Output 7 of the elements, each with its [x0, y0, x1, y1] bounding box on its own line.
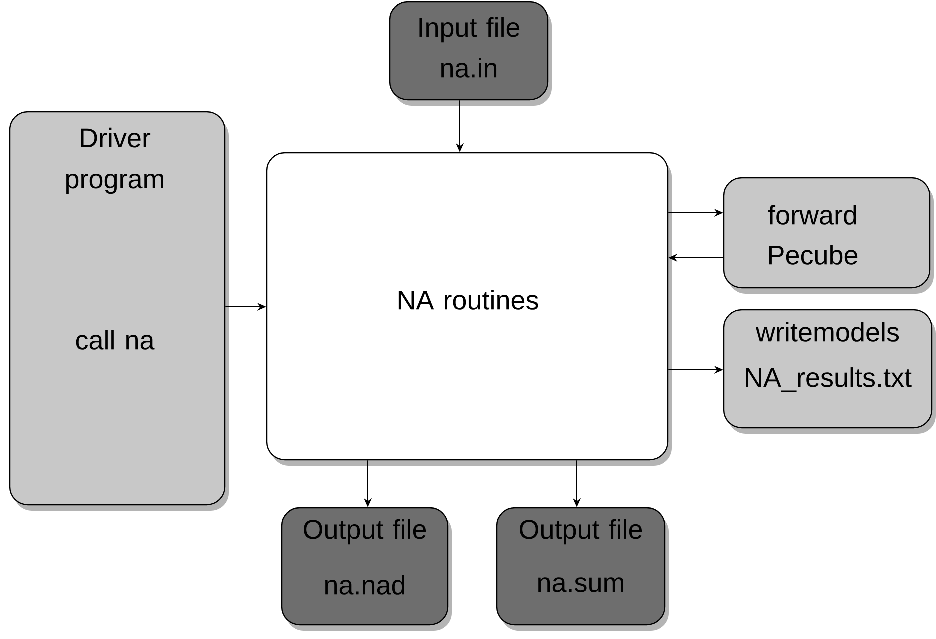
process-box: writemodels NA_results.txt [723, 309, 936, 434]
process-box: forward Pecube [723, 177, 934, 294]
process-box: NA routines [266, 152, 672, 466]
file-box: Output file na.sum [496, 507, 669, 631]
file-box: Input file na.in [389, 1, 552, 106]
process-box: Driver program call na [9, 111, 229, 511]
file-box: Output file na.nad [281, 507, 452, 631]
